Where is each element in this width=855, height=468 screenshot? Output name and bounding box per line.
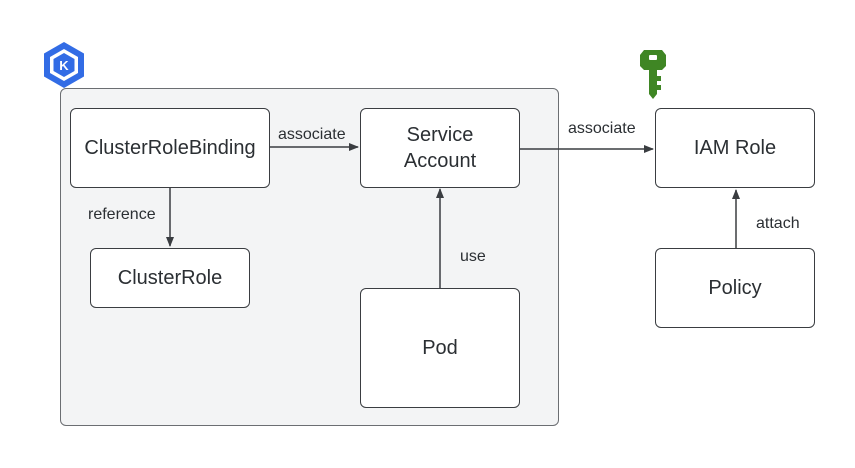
edge-label-use: use xyxy=(460,248,486,265)
cluster-role-node: ClusterRole xyxy=(90,248,250,308)
cluster-role-label: ClusterRole xyxy=(117,267,223,289)
iam-key-icon xyxy=(640,50,666,99)
edge-label-crb-associate: associate xyxy=(278,126,346,143)
service-account-label-line2: Account xyxy=(403,150,477,172)
kubernetes-logo-letter: K xyxy=(59,58,69,73)
policy-node: Policy xyxy=(655,248,815,328)
cluster-role-binding-label: ClusterRoleBinding xyxy=(84,137,256,159)
cluster-role-binding-node: ClusterRoleBinding xyxy=(70,108,270,188)
pod-node: Pod xyxy=(360,288,520,408)
iam-role-label: IAM Role xyxy=(693,137,777,159)
edge-label-attach: attach xyxy=(756,215,800,232)
service-account-label-line1: Service xyxy=(406,124,474,146)
kubernetes-logo-icon: K xyxy=(44,42,84,88)
iam-role-node: IAM Role xyxy=(655,108,815,188)
policy-label: Policy xyxy=(708,277,762,299)
service-account-node: Service Account xyxy=(360,108,520,188)
pod-label: Pod xyxy=(422,337,458,359)
edge-label-sa-associate: associate xyxy=(568,120,636,137)
edge-label-reference: reference xyxy=(88,206,156,223)
